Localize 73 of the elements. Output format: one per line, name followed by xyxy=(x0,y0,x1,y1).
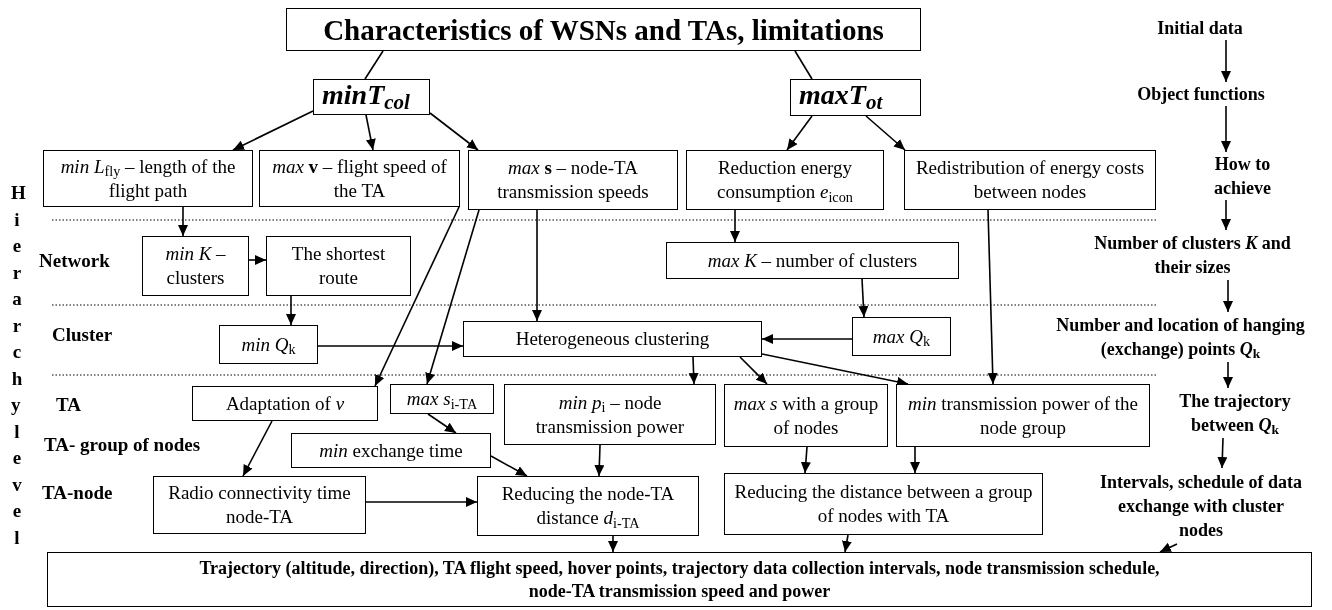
arrow xyxy=(365,114,376,151)
row-label: TA xyxy=(56,393,81,417)
step-text: How to achieve xyxy=(1190,152,1295,200)
process-box: min p$_{i}$ – node transmission power xyxy=(504,384,716,445)
arrow xyxy=(248,255,267,265)
process-box: max s$_{i-TA}$ xyxy=(390,384,494,414)
step-text: Number and location of hanging (exchange) points Q$_{k}$ xyxy=(1043,312,1318,362)
row-label: TA-node xyxy=(42,481,113,505)
step-text: Number of clusters K and their sizes xyxy=(1085,230,1300,280)
result-box: Trajectory (altitude, direction), TA flight speed, hover points, trajectory data collection intervals, node transmission schedule, node-TA transmission speed and power xyxy=(47,552,1312,607)
process-box: Redistribution of energy costs between nodes xyxy=(904,150,1156,210)
arrow xyxy=(429,112,479,151)
arrow xyxy=(842,534,852,553)
arrow xyxy=(242,420,273,477)
arrow xyxy=(688,356,699,385)
connector-line xyxy=(794,50,813,80)
process-box: min Q$_{k}$ xyxy=(219,325,318,364)
arrow xyxy=(1221,105,1231,153)
arrow xyxy=(286,295,296,326)
process-box: max Q$_{k}$ xyxy=(852,317,951,356)
process-box: Adaptation of v xyxy=(192,386,378,421)
process-box: Reducing the distance between a group of nodes with TA xyxy=(724,473,1043,535)
process-box: min transmission power of the node group xyxy=(896,384,1150,447)
arrow xyxy=(594,444,605,477)
arrow xyxy=(786,115,813,151)
arrow xyxy=(1221,199,1231,231)
row-label: Network xyxy=(39,249,110,273)
arrow xyxy=(739,356,768,385)
step-text: Object functions xyxy=(1112,82,1290,106)
process-box: max s – node-TA transmission speeds xyxy=(468,150,678,210)
step-text: Initial data xyxy=(1140,16,1260,40)
process-box: min exchange time xyxy=(291,433,491,468)
connector-line xyxy=(364,50,384,80)
process-box: min L$_{fly}$ – length of the flight path xyxy=(43,150,253,207)
arrow xyxy=(608,535,618,553)
process-box: Radio connectivity time node-TA xyxy=(153,476,366,534)
arrow xyxy=(865,115,906,151)
process-box: max s with a group of nodes xyxy=(724,384,888,447)
arrow xyxy=(490,455,528,477)
arrow xyxy=(910,446,920,474)
objective-box: minT$_{col}$ xyxy=(313,79,430,115)
step-text: Intervals, schedule of data exchange with cluster nodes xyxy=(1090,468,1312,544)
arrow xyxy=(532,209,542,322)
arrow xyxy=(374,206,460,387)
arrow xyxy=(858,278,869,318)
process-box: min K – clusters xyxy=(142,236,249,296)
arrow xyxy=(730,209,740,243)
arrow xyxy=(1159,542,1178,553)
arrow xyxy=(317,341,464,351)
arrow xyxy=(761,334,853,344)
process-box: Heterogeneous clustering xyxy=(463,321,762,357)
arrow xyxy=(1217,437,1228,469)
arrow xyxy=(427,413,457,434)
arrow xyxy=(1223,279,1233,313)
arrow xyxy=(1221,39,1231,83)
row-label: TA- group of nodes xyxy=(44,433,201,457)
arrow xyxy=(425,209,480,385)
process-box: max v – flight speed of the TA xyxy=(259,150,460,207)
process-box: max K – number of clusters xyxy=(666,242,959,279)
row-label: Cluster xyxy=(52,323,113,347)
arrow xyxy=(987,209,998,385)
arrow xyxy=(178,206,188,237)
objective-box: maxT$_{ot}$ xyxy=(790,79,921,116)
title-box: Characteristics of WSNs and TAs, limitations xyxy=(286,8,921,51)
arrow xyxy=(365,497,478,507)
axis-label: Hierarchy level xyxy=(11,181,27,550)
process-box: Reduction energy consumption e$_{icon}$ xyxy=(686,150,884,210)
process-box: Reducing the node-TA distance d$_{i-TA}$ xyxy=(477,476,699,536)
arrow xyxy=(1223,361,1233,389)
arrow xyxy=(232,110,314,151)
process-box: The shortest route xyxy=(266,236,411,296)
arrow xyxy=(800,446,811,474)
step-text: The trajectory between Q$_{k}$ xyxy=(1150,388,1320,438)
